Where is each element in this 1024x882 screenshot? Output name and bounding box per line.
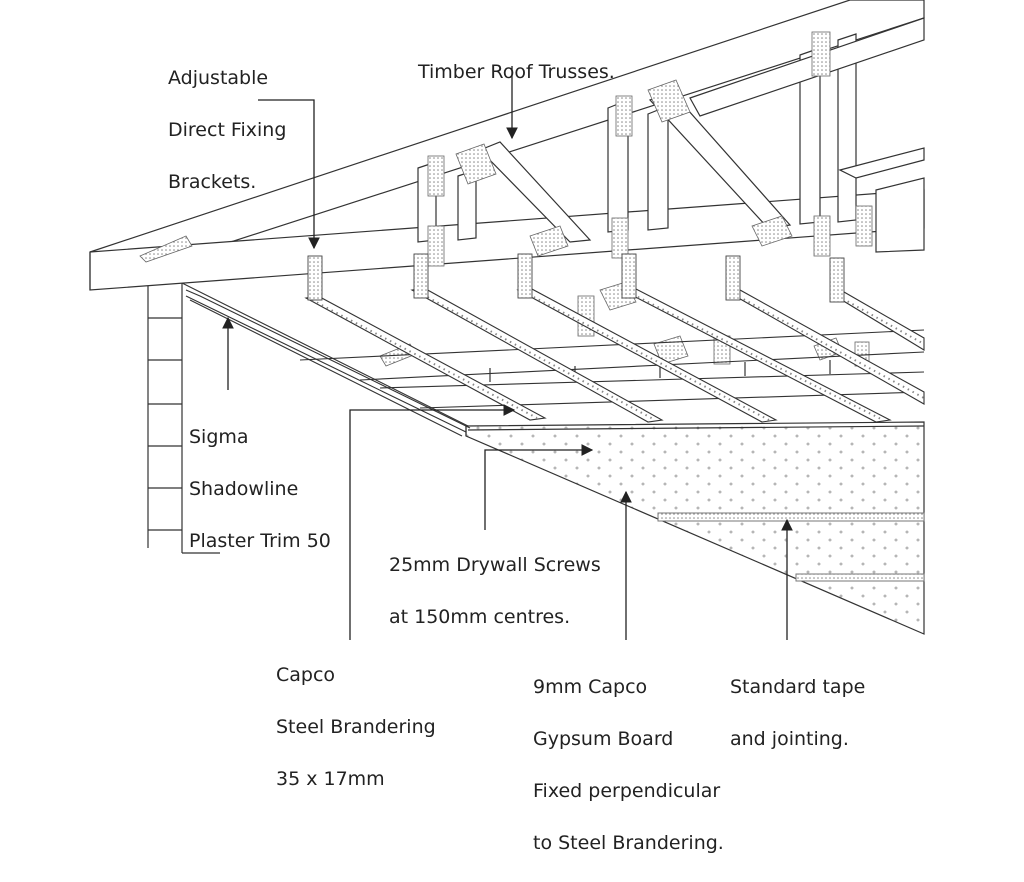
label-line: Direct Fixing [168, 119, 287, 141]
label-fixing-brackets: Adjustable Direct Fixing Brackets. [168, 39, 286, 221]
label-line: and jointing. [730, 728, 849, 750]
label-line: Gypsum Board [533, 728, 674, 750]
label-line: to Steel Brandering. [533, 832, 724, 854]
label-line: Timber Roof Trusses. [418, 61, 615, 83]
label-line: Steel Brandering [276, 716, 436, 738]
label-line: Sigma [189, 426, 249, 448]
label-gypsum-board: 9mm Capco Gypsum Board Fixed perpendicul… [533, 648, 724, 882]
leader-lines [222, 66, 793, 640]
label-tape-jointing: Standard tape and jointing. [730, 648, 865, 778]
label-steel-brandering: Capco Steel Brandering 35 x 17mm [276, 636, 436, 818]
label-line: Shadowline [189, 478, 299, 500]
label-line: Adjustable [168, 67, 269, 89]
label-line: Brackets. [168, 171, 257, 193]
label-drywall-screws: 25mm Drywall Screws at 150mm centres. [389, 526, 601, 656]
label-shadowline-trim: Sigma Shadowline Plaster Trim 50 [189, 398, 331, 580]
label-line: 9mm Capco [533, 676, 648, 698]
label-line: Standard tape [730, 676, 866, 698]
brandering-perforations [311, 291, 925, 421]
label-line: Plaster Trim 50 [189, 530, 331, 552]
label-line: Capco [276, 664, 336, 686]
label-roof-trusses: Timber Roof Trusses. [418, 33, 615, 111]
wall [147, 280, 220, 554]
label-line: 25mm Drywall Screws [389, 554, 601, 576]
label-line: 35 x 17mm [276, 768, 385, 790]
label-line: Fixed perpendicular [533, 780, 721, 802]
ceiling-construction-diagram [89, 0, 925, 640]
fixing-brackets [307, 253, 845, 303]
steel-brandering [304, 287, 925, 423]
label-line: at 150mm centres. [389, 606, 571, 628]
shadowline-trim [185, 289, 471, 437]
truss-webs [417, 17, 925, 253]
